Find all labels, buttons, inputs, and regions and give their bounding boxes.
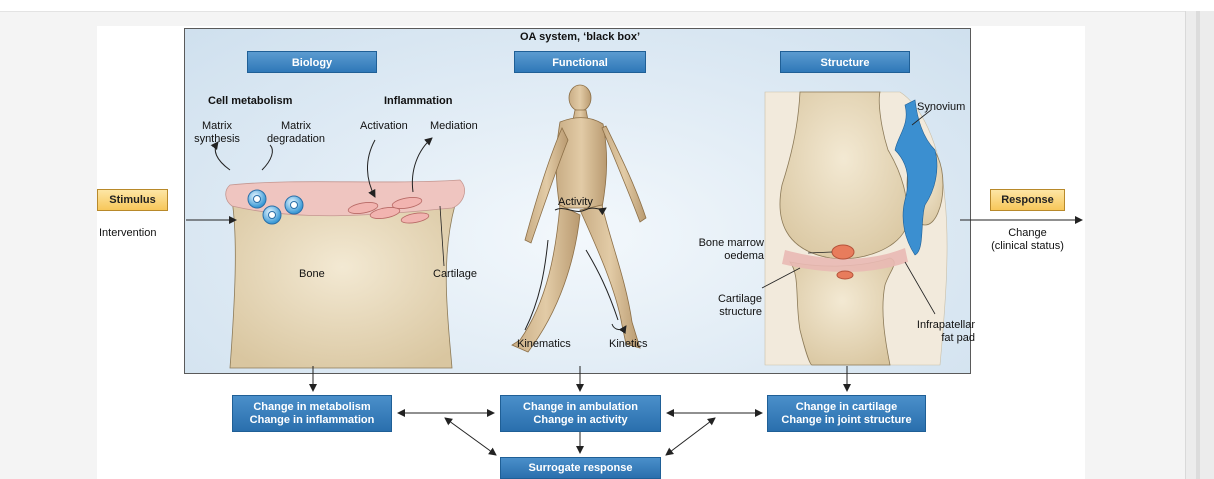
activity-label: Activity — [558, 196, 593, 209]
stimulus-box: Stimulus — [97, 189, 168, 211]
intervention-label: Intervention — [99, 227, 156, 240]
kinetics-label: Kinetics — [609, 338, 648, 351]
response-box: Response — [990, 189, 1065, 211]
inflammation-label: Inflammation — [384, 95, 452, 108]
mediation-label: Mediation — [430, 120, 478, 133]
surrogate-response-box: Surrogate response — [500, 457, 661, 479]
cartilage-label: Cartilage — [433, 268, 477, 281]
activation-label: Activation — [360, 120, 408, 133]
structure-header: Structure — [780, 51, 910, 73]
synovium-label: Synovium — [917, 101, 965, 114]
oedema-1 — [832, 245, 854, 259]
bone-label: Bone — [299, 268, 325, 281]
cell-metabolism-label: Cell metabolism — [208, 95, 292, 108]
functional-header: Functional — [514, 51, 646, 73]
change-clinical-status-label: Change(clinical status) — [975, 227, 1080, 253]
black-box-title: OA system, ‘black box’ — [480, 31, 680, 44]
oedema-2 — [837, 271, 853, 279]
kinematics-label: Kinematics — [517, 338, 571, 351]
walking-figure — [512, 85, 646, 352]
bone-shape — [230, 200, 455, 368]
biology-header: Biology — [247, 51, 377, 73]
